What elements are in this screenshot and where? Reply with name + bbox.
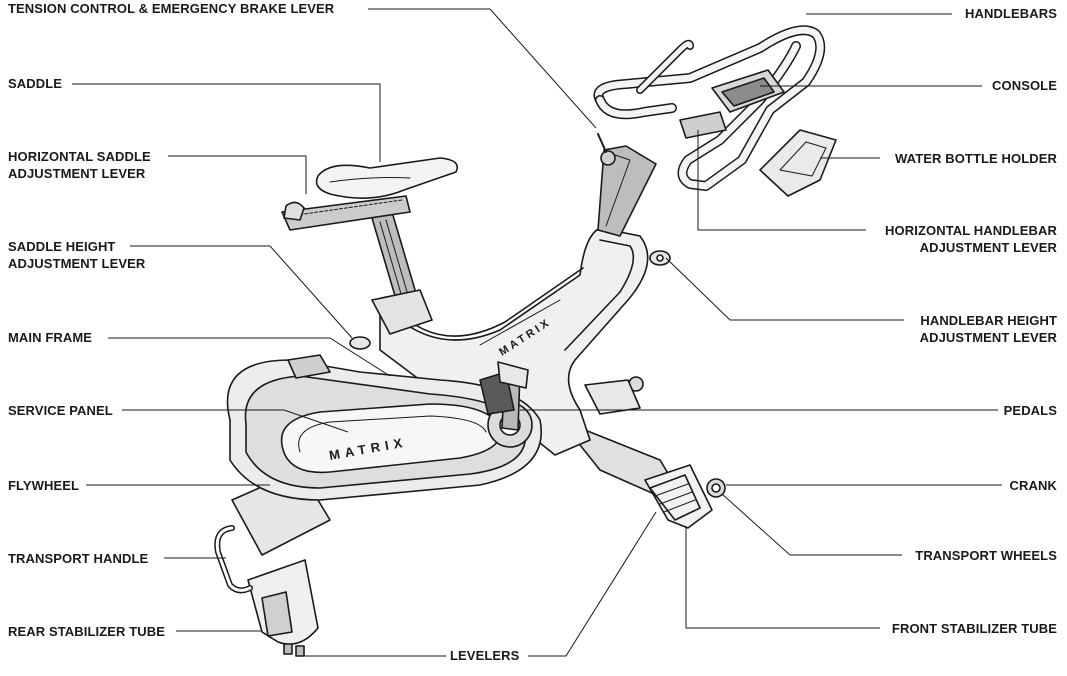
label-transport-wheels: TRANSPORT WHEELS <box>915 548 1057 563</box>
label-console: CONSOLE <box>992 78 1057 93</box>
water-bottle-holder <box>759 129 837 197</box>
leader-levelers-2 <box>528 511 657 657</box>
label-handlebars: HANDLEBARS <box>965 6 1057 21</box>
label-front-stabilizer-tube: FRONT STABILIZER TUBE <box>891 621 1057 636</box>
saddle <box>315 157 459 199</box>
console <box>711 69 785 113</box>
leader-service-panel <box>122 409 349 433</box>
label-flywheel: FLYWHEEL <box>8 478 80 493</box>
leader-saddle <box>72 83 381 162</box>
leader-saddle-height <box>130 245 353 339</box>
transport-wheels <box>628 376 726 498</box>
leader-tension-control <box>368 8 597 129</box>
leader-front-stabilizer <box>685 526 880 629</box>
leader-horizontal-saddle <box>168 155 307 194</box>
label-pedals: PEDALS <box>1003 403 1057 418</box>
label-transport-handle: TRANSPORT HANDLE <box>8 551 149 566</box>
front-stabilizer-tube <box>559 419 713 529</box>
label-saddle: SADDLE <box>8 76 63 91</box>
leader-lines <box>72 8 1002 657</box>
label-rear-stabilizer-tube: REAR STABILIZER TUBE <box>8 624 166 639</box>
label-tension-control: TENSION CONTROL & EMERGENCY BRAKE LEVER <box>8 1 335 16</box>
pedals <box>479 361 529 415</box>
label-water-bottle-holder: WATER BOTTLE HOLDER <box>895 151 1057 166</box>
label-levelers: LEVELERS <box>450 648 520 663</box>
flywheel-top-rim <box>287 354 331 379</box>
label-crank: CRANK <box>1009 478 1057 493</box>
label-main-frame: MAIN FRAME <box>8 330 93 345</box>
leader-handlebar-height <box>665 257 904 321</box>
leader-horizontal-handlebar <box>697 130 866 231</box>
rear-foot-pedestal <box>584 379 641 415</box>
transport-handle <box>214 525 253 594</box>
leader-main-frame <box>108 337 391 377</box>
handlebar-height-adjustment-lever <box>649 250 671 266</box>
seat-post <box>371 211 433 335</box>
leader-transport-wheels <box>721 493 902 556</box>
levelers <box>283 643 305 657</box>
label-service-panel: SERVICE PANEL <box>8 403 113 418</box>
horizontal-handlebar-adjustment-lever <box>679 111 727 139</box>
horizontal-saddle-adjustment-lever <box>283 201 305 221</box>
saddle-height-adjustment-lever <box>349 336 371 350</box>
saddle-slide-rail <box>281 195 411 231</box>
tension-control-lever <box>597 133 616 166</box>
handlebar-post <box>597 145 657 237</box>
